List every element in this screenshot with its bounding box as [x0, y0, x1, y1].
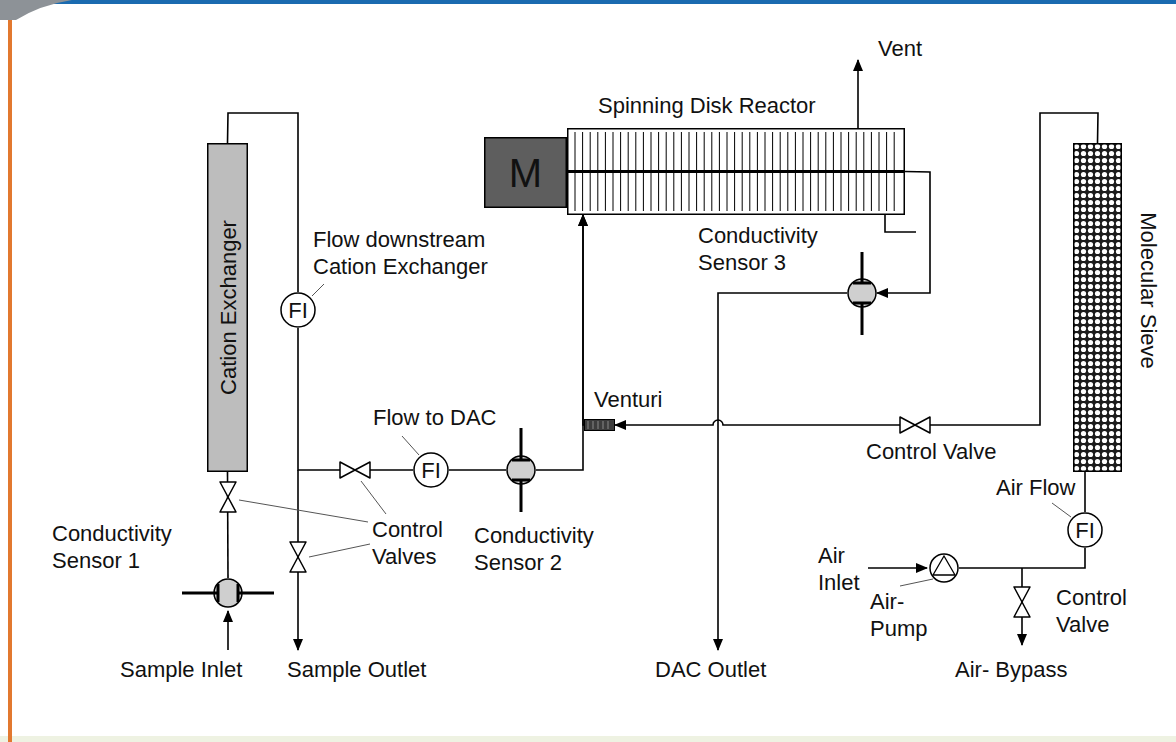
- pipe-connector: [583, 215, 584, 425]
- stream-label: Sample Inlet: [120, 656, 242, 683]
- leader-line: [361, 481, 386, 514]
- conductivity-sensor: Conductivity Sensor 2: [506, 455, 536, 485]
- valve-label: Control Valves: [372, 516, 467, 570]
- sample-inlet-pipe: [227, 611, 229, 650]
- leader-line: [309, 544, 370, 557]
- vent-pipe: [857, 60, 859, 128]
- leader-line: [402, 436, 419, 455]
- stream-label: Air- Bypass: [955, 656, 1067, 683]
- valve-label: Control Valve: [1056, 584, 1136, 638]
- valve-symbol: [355, 462, 370, 478]
- node-outline: [929, 553, 959, 583]
- stream-label: DAC Outlet: [655, 656, 766, 683]
- sensor-label: Conductivity Sensor 2: [474, 522, 624, 576]
- motor-box: M: [484, 137, 567, 208]
- valve-label: Control Valve: [866, 438, 996, 465]
- stream-label: Sample Outlet: [287, 656, 426, 683]
- flow-indicator: FIAir Flow: [1067, 512, 1103, 548]
- node-outline: [506, 455, 536, 485]
- vent-label: Vent: [878, 35, 922, 62]
- valve-symbol: [1014, 587, 1030, 602]
- bottom-strip: [0, 736, 1176, 742]
- node-outline: [847, 278, 877, 308]
- stream-label: Air Inlet: [818, 542, 873, 596]
- sensor-label: Conductivity Sensor 1: [52, 520, 202, 574]
- instrument-tag: FI: [288, 297, 308, 324]
- instrument-tag: FI: [1075, 517, 1095, 544]
- sensor-label: Conductivity Sensor 3: [698, 222, 848, 276]
- frame-left-line: [8, 0, 12, 742]
- pump-label: Air- Pump: [870, 588, 940, 642]
- leader-line: [312, 284, 324, 296]
- conductivity-sensor: Conductivity Sensor 3: [847, 278, 877, 308]
- motor-label: M: [509, 150, 542, 196]
- column-label: Molecular Sieve: [1135, 212, 1162, 369]
- leader-line: [239, 500, 368, 522]
- sieve-column: Molecular Sieve: [1073, 143, 1122, 472]
- dac-outlet-pipe: [718, 293, 847, 650]
- leader-line: [900, 579, 933, 586]
- venturi-element: Venturi: [584, 419, 615, 431]
- pipe-connector: [449, 469, 506, 471]
- flow-indicator: FIFlow to DAC: [413, 452, 449, 488]
- reactor-drain-pipe: [885, 215, 916, 232]
- node-outline: [567, 128, 905, 215]
- pipe-connector: [959, 548, 1085, 568]
- valve-symbol: [1014, 602, 1030, 617]
- valve-symbol: [900, 417, 915, 433]
- valve-symbol: [220, 482, 236, 497]
- valve-symbol: [340, 462, 355, 478]
- reactor-label: Spinning Disk Reactor: [598, 92, 816, 119]
- node-outline: [584, 419, 615, 431]
- valve-symbol: [290, 542, 306, 557]
- column-label: Cation Exchanger: [215, 220, 242, 395]
- flow-indicator: FIFlow downstream Cation Exchanger: [280, 292, 316, 328]
- instrument-label: Flow to DAC: [373, 404, 496, 431]
- node-outline: [213, 578, 243, 608]
- air-inlet-pipe: [868, 567, 927, 569]
- valve-symbol: [220, 497, 236, 512]
- corner-graphic: [0, 0, 72, 20]
- pipe-connector: [536, 215, 583, 470]
- ion-exchange-column: Cation Exchanger: [207, 143, 248, 472]
- instrument-label: Air Flow: [996, 474, 1075, 501]
- valve-symbol: [915, 417, 930, 433]
- frame-top-line: [40, 0, 1176, 4]
- node-outline: [1073, 143, 1122, 472]
- conductivity-sensor: Conductivity Sensor 1: [213, 578, 243, 608]
- valve-symbol: [290, 557, 306, 572]
- pipe-connector: [1084, 472, 1086, 512]
- instrument-label: Flow downstream Cation Exchanger: [313, 226, 513, 280]
- reactor-vessel: Spinning Disk Reactor: [567, 128, 905, 215]
- pipe-connector: [298, 328, 413, 470]
- leader-line: [1052, 503, 1071, 517]
- instrument-tag: FI: [421, 457, 441, 484]
- venturi-label: Venturi: [594, 386, 663, 413]
- air-pump: Air- Pump: [929, 553, 959, 583]
